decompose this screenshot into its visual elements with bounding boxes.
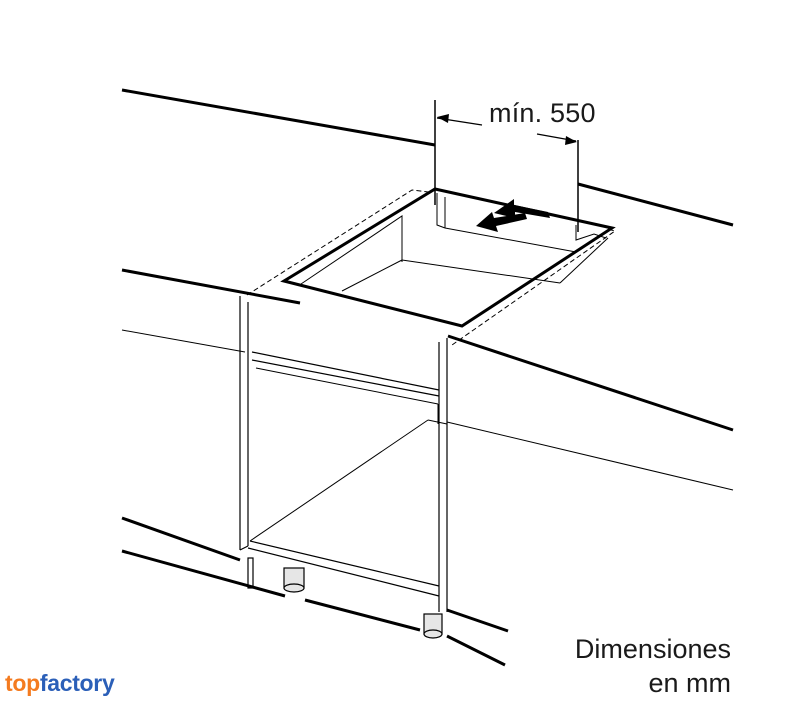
- plinth-lines: [121, 516, 509, 667]
- base-cabinet: [239, 296, 448, 612]
- countertop-cutout: [280, 187, 616, 328]
- units-note: Dimensiones en mm: [575, 632, 731, 700]
- topfactory-logo: topfactory: [5, 670, 115, 697]
- countertop-front-edge: [121, 268, 734, 432]
- dimension-min-550: [434, 100, 579, 232]
- countertop-underside-line: [121, 329, 734, 491]
- units-note-line1: Dimensiones: [574, 634, 731, 664]
- cabinet-legs: [247, 557, 443, 639]
- logo-part-factory: factory: [39, 670, 115, 696]
- double-arrow-icon: [476, 199, 550, 232]
- units-note-line2: en mm: [648, 668, 731, 698]
- logo-part-top: top: [5, 670, 40, 696]
- countertop-back-edge: [121, 88, 734, 227]
- dimension-label: mín. 550: [489, 98, 596, 128]
